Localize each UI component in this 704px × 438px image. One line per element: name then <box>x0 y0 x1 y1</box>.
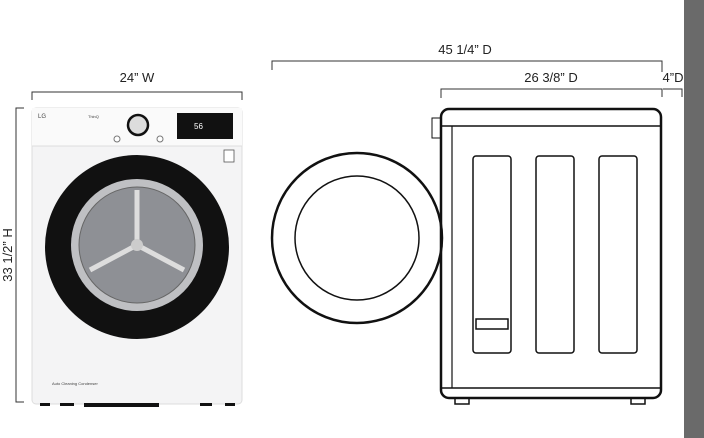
lg-logo: LG <box>38 114 46 120</box>
clearance-depth-dimension <box>663 88 683 97</box>
width-dimension <box>31 91 243 100</box>
height-dimension <box>15 107 24 403</box>
width-label: 24” W <box>120 70 155 85</box>
program-knob[interactable] <box>126 113 150 137</box>
body-depth-label: 26 3/8” D <box>524 70 577 85</box>
open-door <box>270 151 444 325</box>
dryer-front-view: LG ThinQ 56 Auto Cleaning Condenser <box>31 107 243 407</box>
display-readout: 56 <box>194 122 203 131</box>
wall <box>684 0 704 438</box>
body-depth-dimension <box>440 88 663 98</box>
height-label: 33 1/2” H <box>0 228 15 281</box>
total-depth-dimension <box>271 60 663 72</box>
start-button[interactable] <box>156 135 164 143</box>
filter-handle <box>475 318 509 330</box>
power-button[interactable] <box>113 135 121 143</box>
display-panel <box>177 113 233 139</box>
thinq-badge: ThinQ <box>88 114 99 119</box>
dryer-side-view <box>270 107 663 405</box>
total-depth-label: 45 1/4” D <box>438 42 491 57</box>
condenser-label: Auto Cleaning Condenser <box>52 381 98 386</box>
clearance-depth-label: 4”D <box>663 70 684 85</box>
